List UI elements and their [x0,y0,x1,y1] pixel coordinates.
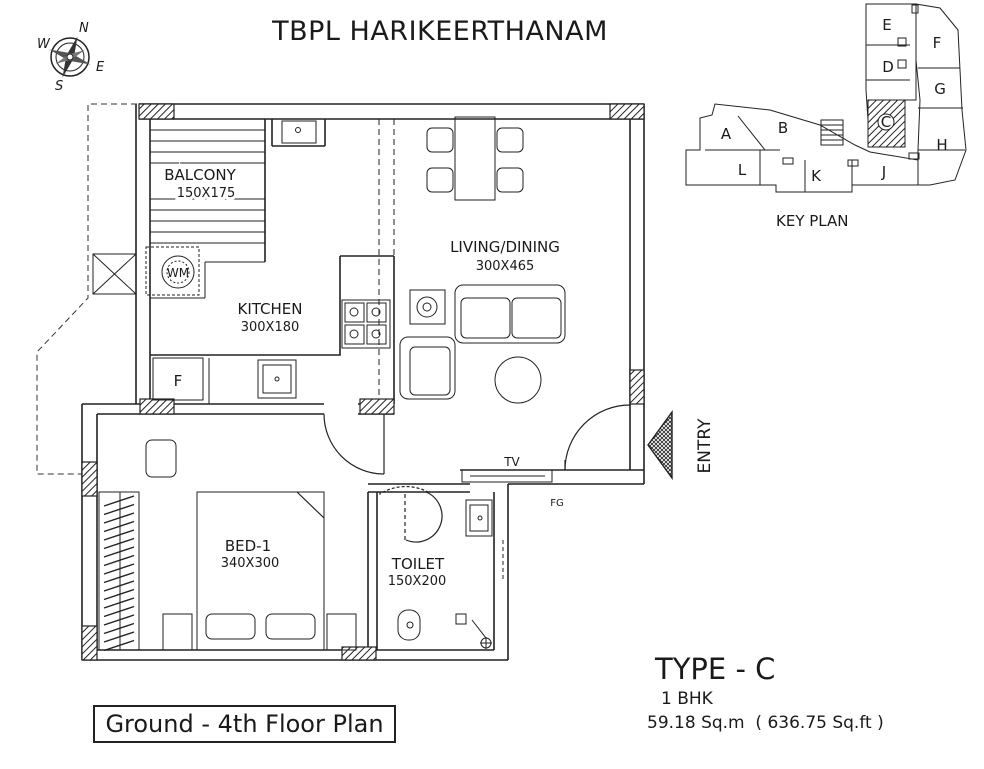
columns [81,103,645,661]
floor-plan-label: Ground - 4th Floor Plan [93,705,396,743]
hanger-mark [103,520,135,533]
unit-type: TYPE - C [655,652,776,686]
unit-area: 59.18 Sq.m ( 636.75 Sq.ft ) [647,713,884,733]
bed [162,491,357,651]
bedroom-furniture [98,439,177,651]
bed-size: 340X300 [221,556,280,571]
living-furniture [399,116,566,483]
hanger-mark [103,580,135,592]
hanger-mark [103,631,135,643]
toilet-name: TOILET [391,555,445,573]
hanger-mark [103,597,135,609]
key-plan-unit-f: F [933,34,942,52]
walls [81,103,645,661]
hanger-mark [103,546,135,558]
key-plan-labels: A B C D E F G H J K L [721,16,948,185]
compass-icon: N E S W [37,21,105,94]
living-name: LIVING/DINING [450,238,560,256]
page-title: TBPL HARIKEERTHANAM [272,16,608,47]
wardrobe-hangers [103,495,135,652]
key-plan-unit-j: J [881,163,886,181]
key-plan [685,3,967,193]
unit-bhk: 1 BHK [661,689,713,709]
balcony-size: 150X175 [177,186,236,201]
tv-label: TV [503,455,520,469]
kitchen-fixtures [152,120,391,404]
fg-label: FG [550,498,564,509]
hanger-mark [103,622,135,635]
kitchen-name: KITCHEN [238,300,303,318]
wm-label: WM [167,266,189,280]
hanger-mark [103,614,135,626]
key-plan-unit-e: E [882,16,891,34]
hanger-mark [103,529,135,541]
hanger-mark [103,605,135,618]
compass-n-label: N [79,21,89,36]
hanger-mark [103,503,135,516]
key-plan-unit-b: B [778,119,788,137]
balcony-railing [145,129,265,299]
hanger-mark [103,639,135,652]
key-plan-unit-l: L [738,161,747,179]
hanger-mark [103,571,135,584]
kitchen-size: 300X180 [241,320,300,335]
hanger-mark [103,554,135,567]
toilet-fixtures [397,499,493,649]
key-plan-unit-g: G [934,80,946,98]
shaft [92,253,137,295]
setback-outline [36,103,137,475]
key-plan-unit-d: D [882,58,894,76]
compass-w-label: W [37,37,51,52]
key-plan-unit-a: A [721,125,732,143]
compass-s-label: S [55,79,63,94]
key-plan-unit-k: K [811,167,822,185]
hanger-mark [103,495,135,507]
hanger-mark [103,588,135,601]
hanger-mark [103,563,135,575]
entry-arrow-icon [647,409,673,481]
key-plan-unit-h: H [936,136,947,154]
doors [323,404,631,543]
compass-e-label: E [96,60,105,75]
hanger-mark [103,512,135,524]
bed-name: BED-1 [225,537,271,555]
fridge-label: F [174,372,183,390]
key-plan-unit-c: C [881,113,891,131]
key-plan-label: KEY PLAN [776,212,849,230]
hanger-mark [103,537,135,550]
toilet-size: 150X200 [388,574,447,589]
entry-label: ENTRY [695,418,715,474]
living-size: 300X465 [476,259,535,274]
room-labels: BALCONY 150X175 WM KITCHEN 300X180 F LIV… [161,163,715,589]
balcony-name: BALCONY [164,166,236,184]
